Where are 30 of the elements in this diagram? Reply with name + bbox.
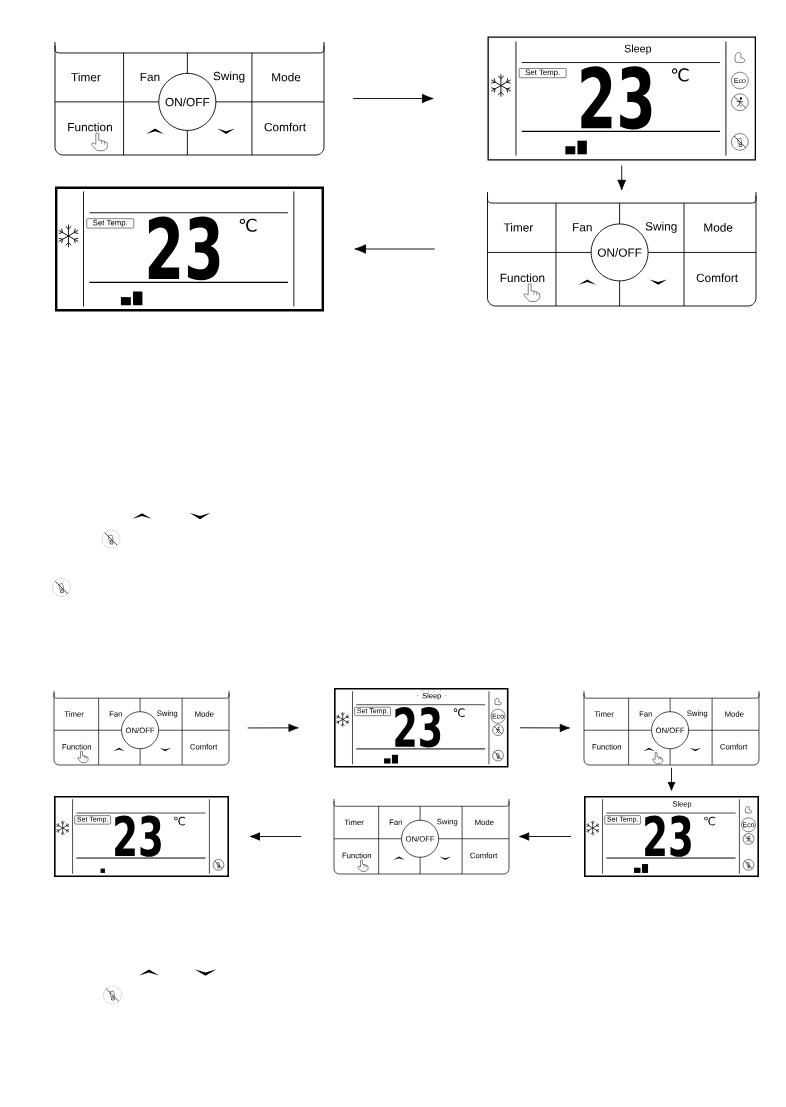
key-label: Function bbox=[68, 122, 112, 132]
arrow bbox=[247, 723, 299, 732]
key-label: Comfort bbox=[264, 122, 306, 132]
arrow bbox=[249, 832, 302, 841]
unit-label: ℃ bbox=[239, 218, 257, 232]
unit-label: ℃ bbox=[174, 816, 186, 826]
unit-label: ℃ bbox=[453, 708, 465, 717]
digit-readout: 23 bbox=[148, 216, 220, 281]
arrow bbox=[617, 165, 627, 191]
key-label: Comfort bbox=[696, 273, 738, 283]
digit-readout: 23 bbox=[645, 815, 691, 857]
key-label: Timer bbox=[71, 72, 101, 82]
key-label: Timer bbox=[503, 223, 534, 232]
unit-label: ℃ bbox=[671, 68, 689, 82]
digit-readout: 23 bbox=[581, 66, 652, 130]
key-label: Swing bbox=[213, 71, 245, 83]
key-label: Function bbox=[500, 273, 545, 283]
digit-readout: 23 bbox=[395, 707, 441, 748]
digit-readout: 23 bbox=[115, 815, 161, 857]
arrow bbox=[519, 723, 570, 733]
arrow bbox=[352, 93, 434, 104]
unit-label: ℃ bbox=[704, 816, 716, 826]
key-label: Mode bbox=[272, 72, 301, 82]
arrow bbox=[667, 767, 676, 791]
key-label: Mode bbox=[704, 223, 733, 232]
key-label: Fan bbox=[573, 223, 592, 232]
arrow bbox=[354, 244, 436, 254]
key-label: Fan bbox=[140, 72, 160, 82]
display-text: Sleep bbox=[624, 44, 652, 55]
arrow bbox=[519, 832, 572, 841]
